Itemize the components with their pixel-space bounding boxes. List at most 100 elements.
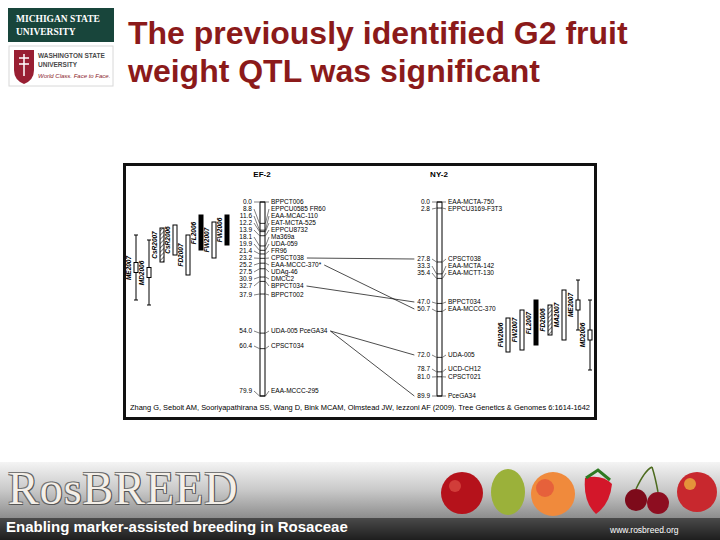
leader-line xyxy=(254,244,260,250)
marker-tick xyxy=(437,303,442,304)
leader-line xyxy=(443,309,447,311)
map-position: 18.1 xyxy=(239,233,252,240)
qtl-label: FW2007 xyxy=(511,318,518,343)
map-position: 89.9 xyxy=(417,392,430,399)
marker-name: BPPCT034 xyxy=(271,282,304,289)
brand-name: RosBREED xyxy=(8,464,238,515)
qtl-label: FL2006 xyxy=(190,221,197,243)
qtl-bar xyxy=(173,225,177,255)
marker-tick xyxy=(437,357,442,358)
qtl-bar xyxy=(534,300,538,345)
marker-tick xyxy=(437,396,442,397)
marker-name: UDA-005 PceGA34 xyxy=(271,327,327,334)
leader-line xyxy=(254,223,260,232)
leader-line xyxy=(432,208,437,210)
leader-line xyxy=(266,263,270,265)
qtl-label: ME2007 xyxy=(125,255,132,279)
marker-tick xyxy=(260,223,265,224)
genetic-map-figure xyxy=(134,202,592,396)
logo-text: MICHIGAN STATE xyxy=(16,14,100,24)
leader-line xyxy=(254,269,260,272)
map-position: 0.0 xyxy=(243,198,252,205)
leader-line xyxy=(432,273,437,278)
map-position: 19.9 xyxy=(239,240,252,247)
leader-line xyxy=(266,230,270,236)
homology-line xyxy=(324,265,414,309)
marker-name: CPSCT021 xyxy=(448,373,481,380)
leader-line xyxy=(443,355,447,357)
qtl-bar xyxy=(147,268,151,278)
strawberry-leaves xyxy=(586,470,610,480)
qtl-interval xyxy=(588,300,592,301)
marker-tick xyxy=(260,333,265,334)
marker-tick xyxy=(260,202,265,203)
leader-line xyxy=(254,331,260,333)
leader-line xyxy=(254,391,260,396)
leader-line xyxy=(443,376,447,377)
qtl-bar xyxy=(212,222,216,258)
map-position: 37.9 xyxy=(239,291,252,298)
map-position: 60.4 xyxy=(239,342,252,349)
marker-name: DMCC2 xyxy=(271,275,294,282)
marker-tick xyxy=(260,253,265,254)
map-position: 12.2 xyxy=(239,219,252,226)
map-position: 27.8 xyxy=(417,255,430,262)
linkage-group-name: EF-2 xyxy=(253,171,270,180)
apple-highlight xyxy=(684,478,696,490)
homology-line xyxy=(307,286,415,302)
logo-text: UNIVERSITY xyxy=(16,27,76,37)
qtl-label: MD2006 xyxy=(138,260,145,285)
homology-line xyxy=(330,331,414,355)
leader-line xyxy=(266,346,270,349)
marker-name: BPPCT002 xyxy=(271,291,304,298)
leader-line xyxy=(432,259,437,262)
marker-name: BPPCT006 xyxy=(271,198,304,205)
marker-name: UDAg-46 xyxy=(271,268,298,275)
marker-tick xyxy=(260,277,265,278)
map-position: 11.6 xyxy=(240,212,252,219)
leader-line xyxy=(432,355,437,357)
qtl-label: FD2007 xyxy=(177,243,184,266)
leader-line xyxy=(266,269,270,272)
marker-name: UDA-059 xyxy=(271,240,298,247)
marker-name: CPSCT034 xyxy=(271,342,304,349)
leader-line xyxy=(443,259,447,262)
marker-tick xyxy=(260,235,265,236)
map-position: 27.5 xyxy=(239,268,252,275)
qtl-bar xyxy=(506,318,510,352)
leader-line xyxy=(254,209,260,223)
map-position: 2.8 xyxy=(421,205,430,212)
qtl-bar xyxy=(160,228,164,262)
qtl-bar xyxy=(588,330,592,340)
leader-line xyxy=(266,281,270,286)
map-position: 72.0 xyxy=(417,351,430,358)
marker-tick xyxy=(260,231,265,232)
qtl-bar xyxy=(562,290,566,340)
logo-text: UNIVERSITY xyxy=(38,61,77,68)
qtl-interval xyxy=(147,240,151,241)
qtl-interval xyxy=(134,235,138,236)
marker-tick xyxy=(437,278,442,279)
marker-name: CPSCT038 xyxy=(271,254,304,261)
figure-frame: Zhang G, Sebolt AM, Sooriyapathirana SS,… xyxy=(123,163,597,420)
qtl-interval xyxy=(576,280,580,281)
qtl-label: CsR2007 xyxy=(151,231,158,258)
qtl-interval xyxy=(147,305,151,306)
leader-line xyxy=(266,209,270,223)
leader-line xyxy=(254,258,260,259)
marker-tick xyxy=(260,258,265,259)
marker-tick xyxy=(437,311,442,312)
marker-tick xyxy=(260,250,265,251)
qtl-bar xyxy=(520,310,524,350)
marker-name: EAA-MCCC-370 xyxy=(448,305,496,312)
leader-line xyxy=(432,396,437,397)
map-position: 81.0 xyxy=(417,373,430,380)
qtl-bar xyxy=(199,215,203,250)
marker-name: Ma369a xyxy=(271,233,295,240)
leader-line xyxy=(432,202,437,203)
marker-name: EAA-MCAC-110 xyxy=(271,212,318,219)
map-position: 47.0 xyxy=(417,298,430,305)
map-position: 79.9 xyxy=(239,387,252,394)
marker-tick xyxy=(260,396,265,397)
marker-name: FR96 xyxy=(271,247,287,254)
